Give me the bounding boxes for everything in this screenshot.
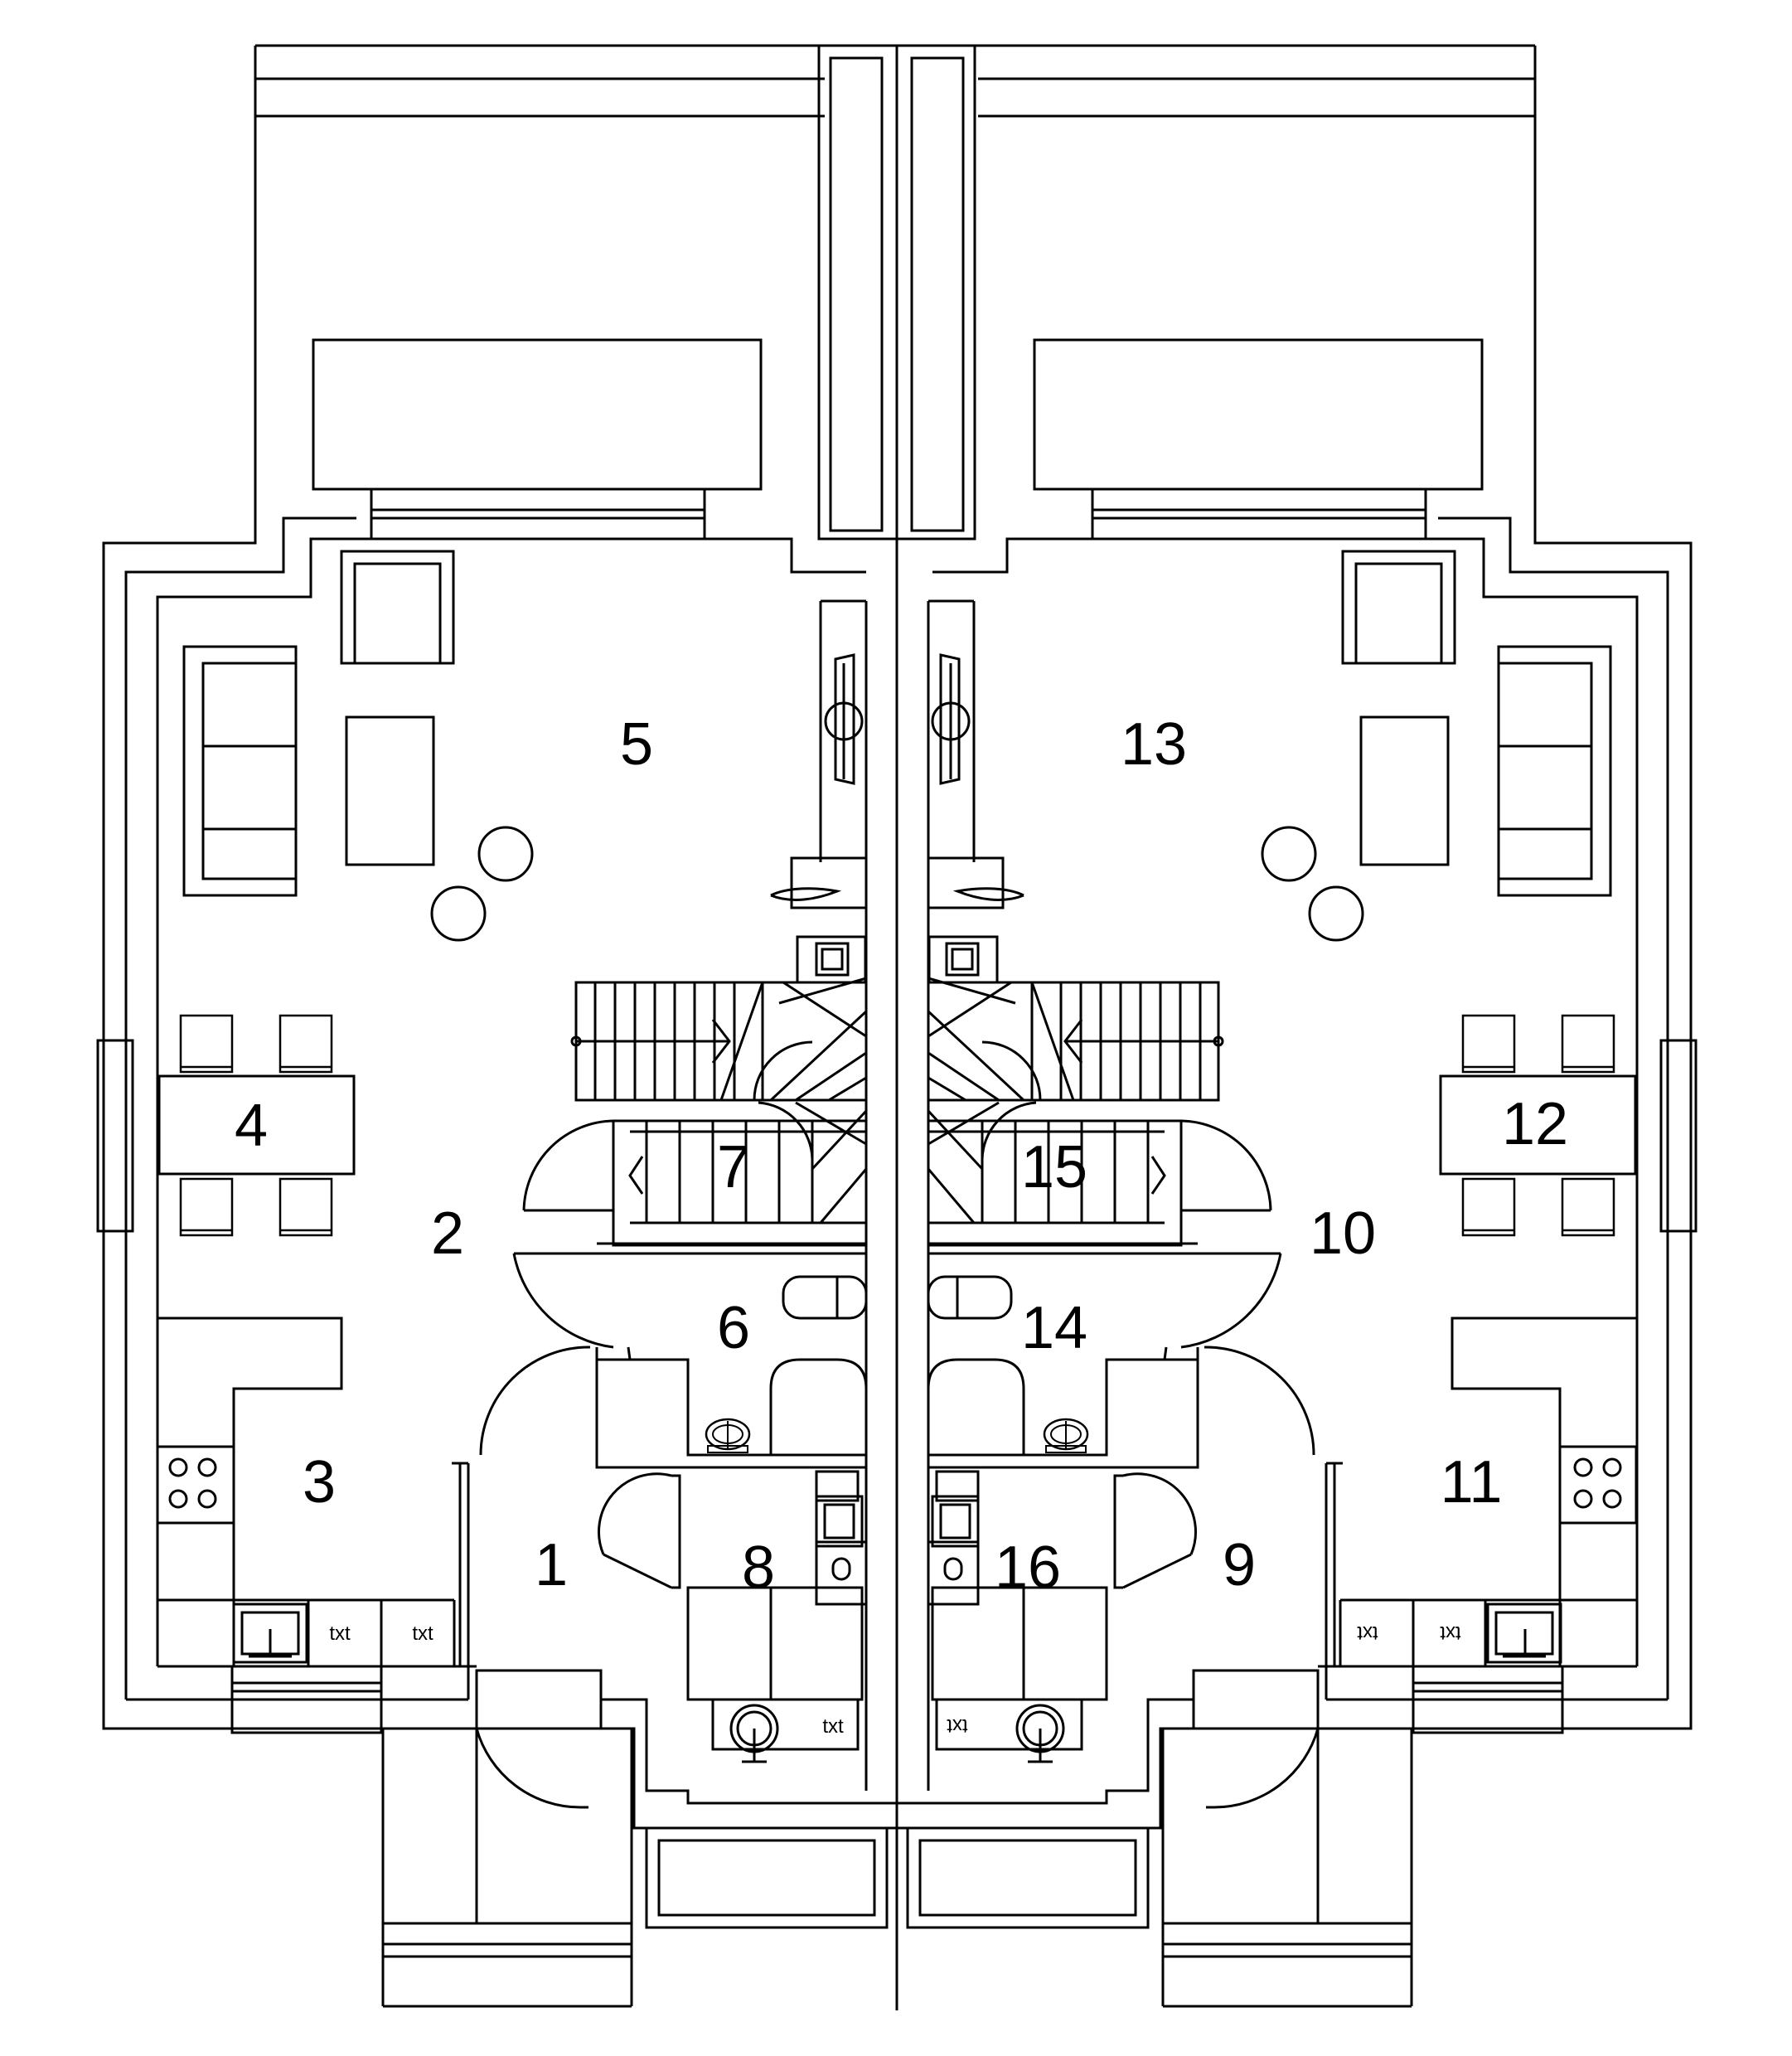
- fireplace-right: [927, 856, 1024, 984]
- appliance-label: txt: [822, 1715, 844, 1738]
- planter-left: [645, 1826, 889, 1929]
- window-bottom-right: [1412, 1665, 1564, 1734]
- appliance-labels: txt txt txt txt txt txt: [329, 1622, 1460, 1738]
- room-label-16: 16: [995, 1535, 1061, 1601]
- window-bottom-left: [230, 1665, 383, 1734]
- room-label-2: 2: [431, 1200, 464, 1267]
- entrance-door-right: [1192, 1669, 1320, 1923]
- kitchen-counter-right: [1339, 1317, 1638, 1666]
- door-swing-left-b: [512, 1252, 614, 1349]
- appliance-label: txt: [1440, 1622, 1461, 1644]
- terrace-door-right: [1091, 487, 1427, 541]
- stairs-right: [927, 977, 1224, 1247]
- room-label-6: 6: [717, 1295, 750, 1361]
- shower-right: [927, 1358, 1025, 1455]
- entrance-door-left: [475, 1669, 603, 1923]
- dining-table-left: [157, 1014, 356, 1237]
- room-label-14: 14: [1021, 1295, 1087, 1361]
- pouf-left-a: [477, 826, 534, 882]
- coffee-table-left: [345, 715, 435, 866]
- door-swing-left-a: [522, 1119, 614, 1212]
- interior-walls-right: [928, 1242, 1343, 1751]
- washbasin-lower-left: [729, 1704, 779, 1763]
- room-label-4: 4: [235, 1093, 268, 1159]
- appliance-label: txt: [947, 1714, 968, 1737]
- coffee-table-right: [1359, 715, 1450, 866]
- room-label-3: 3: [303, 1449, 336, 1515]
- room-label-7: 7: [717, 1134, 750, 1200]
- interior-walls-left: [452, 1242, 866, 1751]
- pouf-right-a: [1261, 826, 1317, 882]
- steps-right: [1161, 1727, 1413, 2008]
- sofa-right: [1497, 645, 1612, 897]
- washbasin-left: [705, 1418, 751, 1454]
- tv-right: [931, 653, 971, 785]
- planter-right: [906, 1826, 1150, 1929]
- armchair-right: [1341, 550, 1456, 665]
- steps-left: [381, 1727, 633, 2008]
- kitchen-counter-left: [156, 1317, 456, 1666]
- room-label-9: 9: [1223, 1532, 1256, 1598]
- toilet-right: [927, 1470, 980, 1606]
- room-label-5: 5: [620, 711, 653, 778]
- room-label-15: 15: [1021, 1134, 1087, 1200]
- sofa-left: [182, 645, 298, 897]
- room-label-10: 10: [1310, 1200, 1376, 1267]
- room-label-1: 1: [535, 1532, 568, 1598]
- terrace-right: [1033, 338, 1484, 491]
- room-label-13: 13: [1121, 711, 1187, 778]
- tv-left: [824, 653, 864, 785]
- terrace-left: [312, 338, 763, 491]
- room-label-12: 12: [1502, 1091, 1568, 1157]
- appliance-label: txt: [329, 1622, 351, 1645]
- dining-table-right: [1439, 1014, 1637, 1237]
- window-right: [1635, 1039, 1698, 1233]
- stairs-left: [570, 977, 868, 1247]
- room-label-11: 11: [1441, 1449, 1503, 1515]
- door-swing-right-a: [1180, 1119, 1272, 1212]
- toilet-left: [815, 1470, 868, 1606]
- bathtub-left: [782, 1275, 868, 1320]
- appliance-label: txt: [1357, 1622, 1378, 1644]
- kitchen-sink-left: [232, 1603, 308, 1664]
- armchair-left: [340, 550, 455, 665]
- pouf-left-b: [430, 885, 487, 942]
- room-labels: 1 2 3 4 5 6 7 8 9 10 11 12 13 14 15 16: [235, 711, 1568, 1601]
- shower-left: [769, 1358, 868, 1455]
- washbasin-right: [1043, 1418, 1089, 1454]
- kitchen-sink-right: [1486, 1603, 1562, 1664]
- fireplace-left: [770, 856, 868, 984]
- bathtub-right: [927, 1275, 1013, 1320]
- terrace-door-left: [370, 487, 706, 541]
- door-swing-right-b: [1180, 1252, 1282, 1349]
- appliance-label: txt: [412, 1622, 433, 1645]
- pouf-right-b: [1308, 885, 1364, 942]
- room-label-8: 8: [742, 1535, 775, 1601]
- washbasin-lower-right: [1015, 1704, 1065, 1763]
- window-left: [96, 1039, 159, 1233]
